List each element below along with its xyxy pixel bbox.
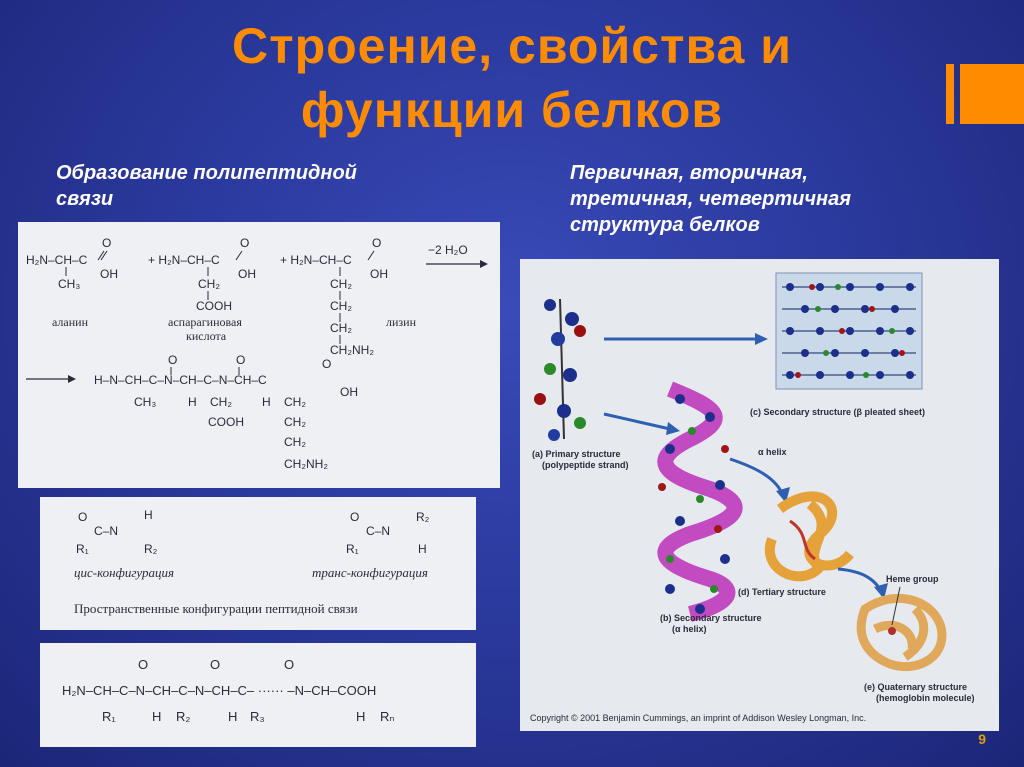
svg-text:O: O bbox=[78, 510, 87, 524]
svg-text:R₂: R₂ bbox=[144, 542, 158, 556]
slide-title-line-1: Строение, свойства и bbox=[0, 14, 1024, 78]
svg-text:H₂N–CH–C: H₂N–CH–C bbox=[26, 253, 88, 267]
label-primary-1: (a) Primary structure bbox=[532, 449, 621, 459]
svg-text:O: O bbox=[138, 657, 148, 672]
beta-sheet bbox=[776, 273, 922, 389]
svg-text:OH: OH bbox=[370, 267, 388, 281]
peptide-reaction-diagram: H₂N–CH–C O OH CH₃ + H₂N–CH–C O OH CH₂ CO… bbox=[18, 222, 500, 488]
svg-text:R₂: R₂ bbox=[416, 510, 430, 524]
minus-water-label: −2 H₂O bbox=[428, 243, 468, 257]
quaternary-structure bbox=[861, 598, 942, 666]
svg-text:C–N: C–N bbox=[94, 524, 118, 538]
right-heading-line-1: Первичная, вторичная, bbox=[570, 160, 1010, 186]
svg-text:O: O bbox=[350, 510, 359, 524]
svg-text:O: O bbox=[372, 236, 381, 250]
page-number: 9 bbox=[978, 731, 986, 747]
cis-label: цис-конфигурация bbox=[74, 565, 174, 580]
svg-text:H: H bbox=[262, 395, 271, 409]
label-alpha-helix: α helix bbox=[758, 447, 787, 457]
label-quaternary-1: (e) Quaternary structure bbox=[864, 682, 967, 692]
label-quaternary-2: (hemoglobin molecule) bbox=[876, 693, 975, 703]
svg-text:O: O bbox=[210, 657, 220, 672]
alpha-helix bbox=[658, 389, 735, 614]
asparagine-label-1: аспарагиновая bbox=[168, 315, 242, 329]
svg-text:O: O bbox=[236, 353, 245, 367]
svg-text:CH₃: CH₃ bbox=[134, 395, 156, 409]
label-secondary-helix-2: (α helix) bbox=[672, 624, 707, 634]
svg-text:H: H bbox=[228, 709, 237, 724]
right-heading-line-2: третичная, четвертичная bbox=[570, 186, 1010, 212]
svg-text:CH₂: CH₂ bbox=[210, 395, 232, 409]
protein-structure-panel: (a) Primary structure (polypeptide stran… bbox=[520, 259, 999, 731]
svg-text:O: O bbox=[168, 353, 177, 367]
svg-text:O: O bbox=[284, 657, 294, 672]
svg-text:+ H₂N–CH–C: + H₂N–CH–C bbox=[148, 253, 220, 267]
protein-structure-illustration: (a) Primary structure (polypeptide stran… bbox=[520, 259, 999, 731]
svg-text:R₁: R₁ bbox=[346, 542, 359, 556]
slide-title-line-2: функции белков bbox=[0, 78, 1024, 142]
svg-text:CH₂: CH₂ bbox=[284, 415, 306, 429]
svg-text:+ H₂N–CH–C: + H₂N–CH–C bbox=[280, 253, 352, 267]
svg-text:CH₂: CH₂ bbox=[284, 395, 306, 409]
svg-text:CH₂: CH₂ bbox=[330, 277, 352, 291]
svg-text:CH₂: CH₂ bbox=[284, 435, 306, 449]
trans-label: транс-конфигурация bbox=[312, 565, 428, 580]
svg-text:R₁: R₁ bbox=[76, 542, 89, 556]
svg-text:Rₙ: Rₙ bbox=[380, 709, 395, 724]
right-heading-line-3: структура белков bbox=[570, 212, 1010, 238]
configuration-panel: O C–N H R₁ R₂ O C–N R₂ R₁ H цис-конфигур… bbox=[40, 497, 476, 630]
svg-text:COOH: COOH bbox=[208, 415, 244, 429]
asparagine-label-2: кислота bbox=[186, 329, 227, 343]
label-secondary-helix-1: (b) Secondary structure bbox=[660, 613, 762, 623]
polypeptide-panel: H₂N–CH–C–N–CH–C–N–CH–C– ······ –N–CH–COO… bbox=[40, 643, 476, 747]
svg-text:OH: OH bbox=[100, 267, 118, 281]
svg-text:H: H bbox=[356, 709, 365, 724]
label-heme-group: Heme group bbox=[886, 574, 939, 584]
polypeptide-chain-diagram: H₂N–CH–C–N–CH–C–N–CH–C– ······ –N–CH–COO… bbox=[40, 643, 476, 747]
svg-text:R₃: R₃ bbox=[250, 709, 265, 724]
svg-text:R₂: R₂ bbox=[176, 709, 190, 724]
label-tertiary: (d) Tertiary structure bbox=[738, 587, 826, 597]
left-heading-line-2: связи bbox=[56, 186, 496, 212]
cis-trans-diagram: O C–N H R₁ R₂ O C–N R₂ R₁ H цис-конфигур… bbox=[40, 497, 476, 630]
decorative-bars bbox=[940, 62, 1024, 128]
svg-text:CH₂: CH₂ bbox=[198, 277, 220, 291]
primary-strand bbox=[534, 299, 586, 441]
svg-text:CH₃: CH₃ bbox=[58, 277, 80, 291]
lysine-label: лизин bbox=[386, 315, 417, 329]
svg-text:CH₂NH₂: CH₂NH₂ bbox=[284, 457, 328, 471]
svg-text:H: H bbox=[152, 709, 161, 724]
configuration-caption: Пространственные конфигурации пептидной … bbox=[74, 601, 358, 616]
svg-text:CH₂NH₂: CH₂NH₂ bbox=[330, 343, 374, 357]
svg-text:O: O bbox=[102, 236, 111, 250]
svg-text:H: H bbox=[418, 542, 427, 556]
tertiary-structure bbox=[770, 496, 850, 576]
svg-text:O: O bbox=[240, 236, 249, 250]
svg-text:H: H bbox=[188, 395, 197, 409]
svg-text:OH: OH bbox=[238, 267, 256, 281]
svg-text:CH₂: CH₂ bbox=[330, 299, 352, 313]
label-primary-2: (polypeptide strand) bbox=[542, 460, 629, 470]
svg-text:O: O bbox=[322, 357, 331, 371]
alanine-label: аланин bbox=[52, 315, 89, 329]
svg-text:CH₂: CH₂ bbox=[330, 321, 352, 335]
copyright: Copyright © 2001 Benjamin Cummings, an i… bbox=[530, 713, 866, 723]
right-heading: Первичная, вторичная, третичная, четверт… bbox=[570, 160, 1010, 238]
reaction-panel: H₂N–CH–C O OH CH₃ + H₂N–CH–C O OH CH₂ CO… bbox=[18, 222, 500, 488]
svg-text:H₂N–CH–C–N–CH–C–N–CH–C– ······: H₂N–CH–C–N–CH–C–N–CH–C– ······ –N–CH–COO… bbox=[62, 683, 376, 698]
svg-text:H–N–CH–C–N–CH–C–N–CH–C: H–N–CH–C–N–CH–C–N–CH–C bbox=[94, 373, 267, 387]
svg-text:R₁: R₁ bbox=[102, 709, 116, 724]
left-heading: Образование полипептидной связи bbox=[56, 160, 496, 212]
svg-text:C–N: C–N bbox=[366, 524, 390, 538]
label-secondary-sheet: (c) Secondary structure (β pleated sheet… bbox=[750, 407, 925, 417]
left-heading-line-1: Образование полипептидной bbox=[56, 160, 496, 186]
slide-title: Строение, свойства и функции белков bbox=[0, 14, 1024, 142]
svg-text:COOH: COOH bbox=[196, 299, 232, 313]
svg-text:OH: OH bbox=[340, 385, 358, 399]
svg-text:H: H bbox=[144, 508, 153, 522]
